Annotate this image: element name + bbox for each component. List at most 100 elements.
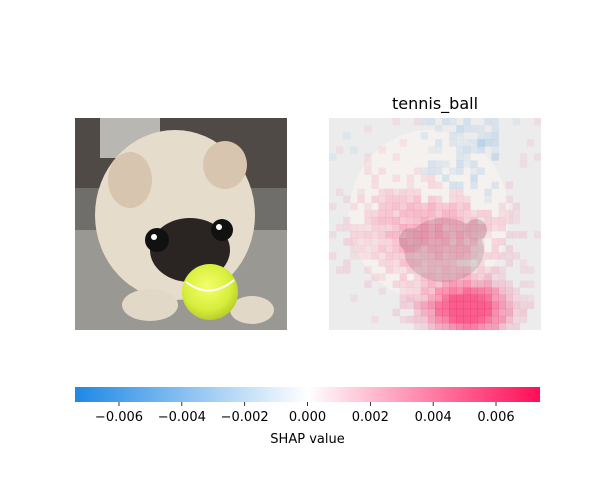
shap-cell (449, 188, 457, 197)
shap-cell (413, 202, 422, 211)
shap-cell (456, 238, 464, 246)
shap-cell (343, 132, 351, 140)
shap-cell (477, 287, 485, 295)
shap-cell (427, 245, 436, 253)
panel-title: tennis_ball (392, 94, 478, 114)
shap-cell (392, 174, 400, 182)
shap-cell (442, 252, 450, 260)
shap-cell (477, 224, 485, 232)
shap-cell (420, 174, 429, 182)
shap-cell (371, 174, 379, 182)
shap-cell (449, 167, 457, 175)
shap-cell (378, 238, 386, 246)
shap-cell (420, 315, 429, 324)
shap-cell (456, 252, 464, 260)
shap-cell (484, 195, 492, 204)
shap-cell (350, 252, 358, 260)
shap-cell (406, 181, 415, 189)
shap-cell (477, 322, 485, 330)
shap-cell (406, 287, 415, 295)
shap-cell (420, 287, 429, 295)
shap-cell (413, 238, 422, 246)
shap-cell (378, 287, 386, 295)
shap-cell (484, 209, 492, 218)
shap-cell (399, 252, 408, 260)
shap-cell (477, 238, 485, 246)
shap-cell (498, 273, 506, 281)
shap-cell (399, 216, 408, 225)
shap-cell (470, 294, 478, 303)
dog-left-eye-highlight (151, 234, 157, 240)
shap-cell (329, 252, 337, 260)
shap-cell (498, 301, 506, 310)
shap-cell (449, 224, 457, 232)
shap-cell (505, 322, 514, 330)
shap-cell (385, 231, 393, 239)
shap-cell (463, 209, 471, 218)
shap-cell (449, 301, 457, 310)
shap-cell (329, 153, 337, 161)
shap-cell (427, 216, 436, 225)
shap-cell (371, 273, 379, 281)
shap-cell (456, 139, 464, 147)
shap-cell (463, 245, 471, 253)
shap-cell (442, 259, 450, 267)
shap-cell (463, 231, 471, 239)
shap-cell (463, 315, 471, 324)
shap-cell (392, 245, 400, 253)
shap-cell (484, 308, 492, 317)
shap-cell (491, 125, 499, 133)
shap-cell (449, 280, 457, 288)
shap-cell (371, 181, 379, 189)
shap-cell (420, 216, 429, 225)
shap-cell (427, 167, 436, 175)
shap-cell (505, 252, 514, 260)
shap-cell (449, 259, 457, 267)
shap-cell (449, 231, 457, 239)
shap-cell (427, 195, 436, 204)
shap-cell (470, 280, 478, 288)
shap-cell (491, 301, 499, 310)
shap-cell (435, 280, 443, 288)
faded-left-eye (399, 228, 423, 252)
faded-dog-muzzle (404, 218, 484, 282)
shap-cell (449, 118, 457, 126)
shap-cell (378, 209, 386, 218)
shap-cell (399, 245, 408, 253)
shap-cell (378, 245, 386, 253)
shap-cell (491, 252, 499, 260)
shap-cell (463, 308, 471, 317)
shap-cell (456, 308, 464, 317)
shap-cell (484, 139, 492, 147)
shap-cell (427, 294, 436, 303)
shap-cell (505, 301, 514, 310)
shap-cell (371, 252, 379, 260)
shap-cell (413, 195, 422, 204)
shap-cell (385, 238, 393, 246)
shap-cell (364, 125, 372, 133)
shap-cell (449, 294, 457, 303)
shap-cell (406, 280, 415, 288)
shap-cell (435, 224, 443, 232)
shap-cell (470, 266, 478, 274)
shap-cell (484, 188, 492, 197)
shap-cell (371, 216, 379, 225)
shap-cell (491, 322, 499, 330)
shap-cell (420, 280, 429, 288)
shap-cell (420, 252, 429, 260)
shap-cell (498, 202, 506, 211)
shap-cell (420, 266, 429, 274)
shap-cell (392, 266, 400, 274)
shap-cell (364, 252, 372, 260)
shap-cell (519, 294, 528, 303)
shap-cell (463, 224, 471, 232)
shap-cell (456, 160, 464, 168)
shap-cell (449, 245, 457, 253)
shap-cell (406, 209, 415, 218)
shap-cell (435, 294, 443, 303)
shap-cell (399, 301, 408, 310)
shap-cell (343, 238, 351, 246)
shap-cell (456, 216, 464, 225)
shap-cell (406, 174, 415, 182)
shap-cell (399, 280, 408, 288)
